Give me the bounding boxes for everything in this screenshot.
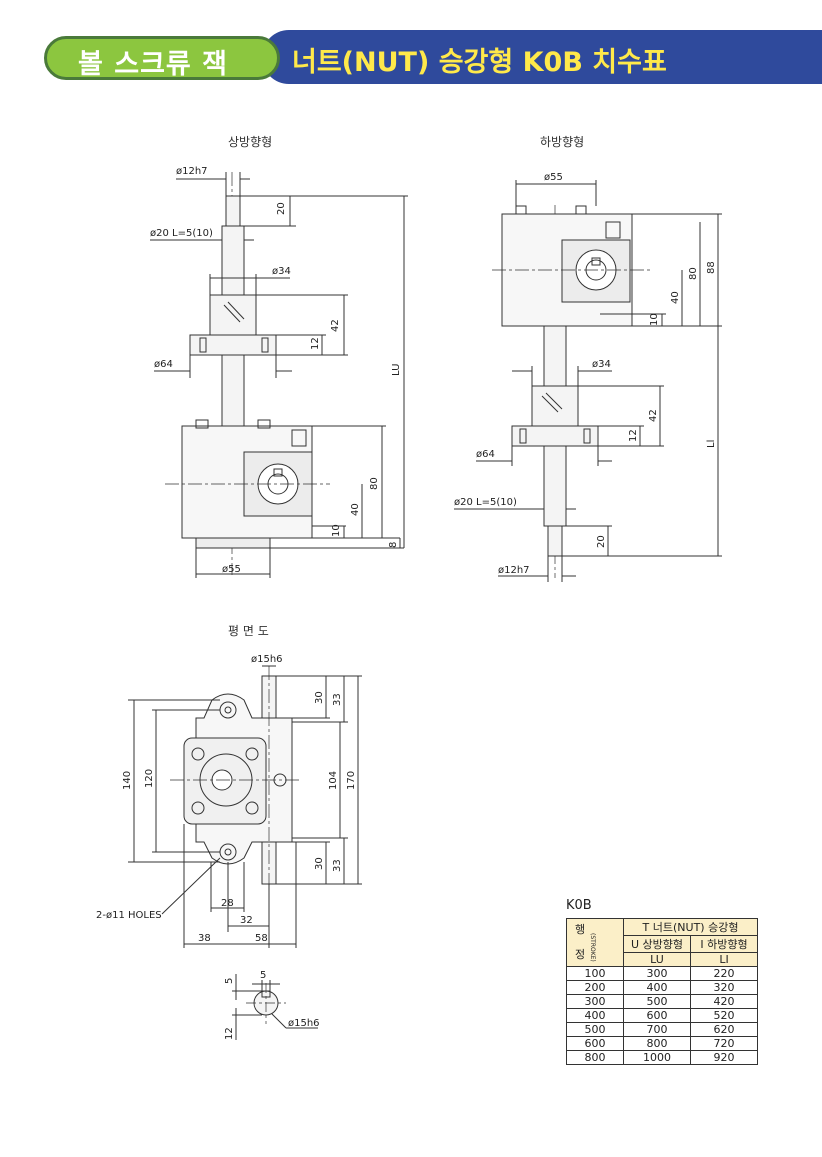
dim-d20-up: ø20 L=5(10) <box>150 228 213 239</box>
downward-type-drawing <box>454 180 722 582</box>
row-li: 220 <box>690 966 758 981</box>
dim-LU: LU <box>391 364 402 376</box>
stroke-header: 행 (STROKE) 정 <box>566 918 624 967</box>
row-lu: 800 <box>623 1036 691 1051</box>
dim-170: 170 <box>346 771 357 790</box>
dim-40-down: 40 <box>670 291 681 304</box>
row-stroke: 600 <box>566 1036 624 1051</box>
col-u-header: U 상방향형 <box>623 935 691 953</box>
row-stroke: 500 <box>566 1022 624 1037</box>
plan-view-drawing <box>128 665 362 948</box>
dim-20-up: 20 <box>276 202 287 215</box>
dim-140: 140 <box>122 771 133 790</box>
dim-d20-down: ø20 L=5(10) <box>454 497 517 508</box>
dim-d55-down: ø55 <box>544 172 563 183</box>
row-li: 720 <box>690 1036 758 1051</box>
row-li: 420 <box>690 994 758 1009</box>
dim-5-width: 5 <box>260 970 266 981</box>
dim-42-up: 42 <box>330 319 341 332</box>
dim-42-down: 42 <box>648 409 659 422</box>
dim-10-up: 10 <box>331 524 342 537</box>
row-lu: 700 <box>623 1022 691 1037</box>
dim-20-down: 20 <box>596 535 607 548</box>
stroke-label-en: (STROKE) <box>589 933 596 962</box>
dim-88-down: 88 <box>706 261 717 274</box>
row-lu: 500 <box>623 994 691 1009</box>
row-stroke: 100 <box>566 966 624 981</box>
row-stroke: 400 <box>566 1008 624 1023</box>
dim-33-bottom: 33 <box>332 859 343 872</box>
dim-30-bottom: 30 <box>314 857 325 870</box>
stroke-label-bottom: 정 <box>575 948 586 961</box>
upward-view-label: 상방향형 <box>228 135 273 149</box>
row-li: 620 <box>690 1022 758 1037</box>
holes-label: 2-ø11 HOLES <box>96 910 162 921</box>
dim-40-up: 40 <box>350 503 361 516</box>
dim-d34-up: ø34 <box>272 266 291 277</box>
dim-80-down: 80 <box>688 267 699 280</box>
dim-12-shaft: 12 <box>224 1027 235 1040</box>
dim-12-up: 12 <box>310 337 321 350</box>
dim-d64-up: ø64 <box>154 359 173 370</box>
row-li: 520 <box>690 1008 758 1023</box>
dim-58: 58 <box>255 933 268 944</box>
group-header: T 너트(NUT) 승강형 <box>623 918 758 936</box>
dim-33-top: 33 <box>332 693 343 706</box>
dim-28: 28 <box>221 898 234 909</box>
shaft-end-detail <box>232 974 318 1040</box>
header-banner: 볼 스크류 잭 너트(NUT) 승강형 K0B 치수표 <box>0 0 822 90</box>
dim-104: 104 <box>328 771 339 790</box>
sub-li-header: LI <box>690 952 758 967</box>
row-lu: 400 <box>623 980 691 995</box>
row-stroke: 200 <box>566 980 624 995</box>
dim-38: 38 <box>198 933 211 944</box>
dim-5-depth: 5 <box>224 978 235 984</box>
row-stroke: 800 <box>566 1050 624 1065</box>
model-label: K0B <box>566 898 592 913</box>
plan-view-label: 평 면 도 <box>228 624 269 638</box>
stroke-label-top: 행 <box>575 923 586 936</box>
dimension-table: 행 (STROKE) 정 T 너트(NUT) 승강형 U 상방향형 I 하방향형… <box>566 918 758 1065</box>
category-pill <box>44 36 280 80</box>
downward-view-label: 하방향형 <box>540 135 585 149</box>
row-li: 920 <box>690 1050 758 1065</box>
row-lu: 600 <box>623 1008 691 1023</box>
dim-LI: Ll <box>706 440 717 448</box>
dim-d15h6-plan: ø15h6 <box>251 654 283 665</box>
dim-12-down: 12 <box>628 429 639 442</box>
dim-80-up: 80 <box>369 477 380 490</box>
dim-30-top: 30 <box>314 691 325 704</box>
row-stroke: 300 <box>566 994 624 1009</box>
row-lu: 300 <box>623 966 691 981</box>
dim-8-up: 8 <box>388 542 399 548</box>
dim-d12h7-down: ø12h7 <box>498 565 530 576</box>
page-title: 너트(NUT) 승강형 K0B 치수표 <box>292 47 667 78</box>
dim-d34-down: ø34 <box>592 359 611 370</box>
dim-d15h6-shaft: ø15h6 <box>288 1018 320 1029</box>
row-li: 320 <box>690 980 758 995</box>
dim-d55-up: ø55 <box>222 564 241 575</box>
title-bar <box>262 30 822 84</box>
category-label: 볼 스크류 잭 <box>78 49 228 80</box>
dim-32: 32 <box>240 915 253 926</box>
col-i-header: I 하방향형 <box>690 935 758 953</box>
dim-120: 120 <box>144 769 155 788</box>
row-lu: 1000 <box>623 1050 691 1065</box>
upward-type-drawing <box>150 172 408 578</box>
dim-d12h7-up: ø12h7 <box>176 166 208 177</box>
dim-10-down: 10 <box>649 313 660 326</box>
dim-d64-down: ø64 <box>476 449 495 460</box>
sub-lu-header: LU <box>623 952 691 967</box>
